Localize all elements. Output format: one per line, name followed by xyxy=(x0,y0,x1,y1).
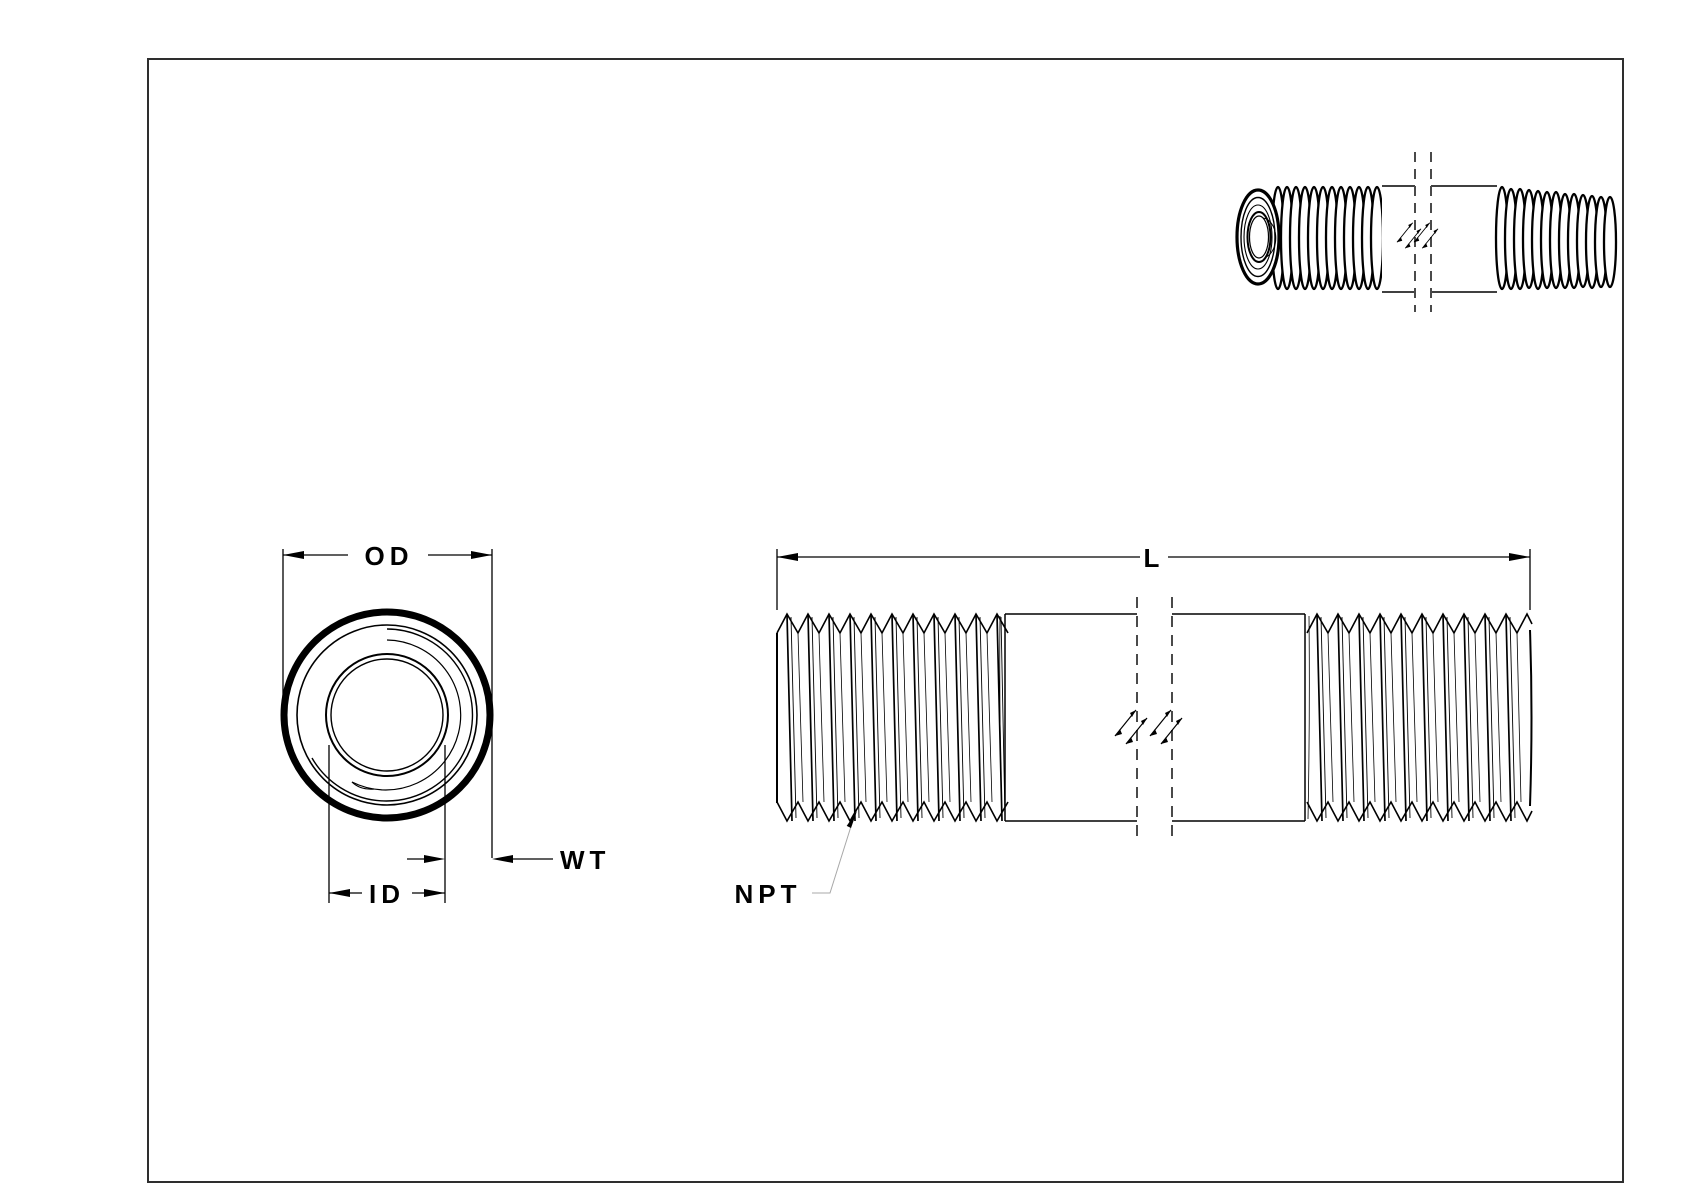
wt-arrow-right xyxy=(492,855,513,863)
end-view-spiral-hook xyxy=(351,781,375,790)
end-view xyxy=(280,608,494,822)
npt-label: NPT xyxy=(735,879,802,909)
length-dimension xyxy=(776,549,1531,610)
end-view-outer-diameter-circle xyxy=(280,608,494,822)
od-arrow-left xyxy=(283,551,304,559)
od-dimension xyxy=(282,549,493,858)
side-view-right-threads xyxy=(1306,612,1533,823)
id-label: ID xyxy=(369,879,405,909)
npt-leader-line xyxy=(812,819,854,894)
perspective-view xyxy=(1235,152,1618,312)
side-view-smooth-section xyxy=(999,613,1310,822)
side-view-break xyxy=(1114,597,1183,839)
wt-label: WT xyxy=(560,845,610,875)
perspective-break xyxy=(1396,152,1439,312)
perspective-bore-inner-wall xyxy=(1262,217,1277,258)
perspective-bore xyxy=(1246,211,1272,263)
end-view-thread-spiral-outer xyxy=(311,628,474,802)
wt-dimension xyxy=(407,855,553,863)
id-arrow-right xyxy=(424,889,445,897)
wt-arrow-left xyxy=(424,855,445,863)
id-dimension xyxy=(328,745,446,903)
npt-leader-arrow xyxy=(846,811,857,828)
length-arrow-left xyxy=(777,553,798,561)
side-view xyxy=(776,597,1533,839)
perspective-right-threads xyxy=(1494,185,1618,291)
id-arrow-left xyxy=(329,889,350,897)
od-arrow-right xyxy=(471,551,492,559)
end-view-thread-spiral-inner xyxy=(351,639,462,791)
side-view-left-threads xyxy=(776,612,1009,823)
npt-callout xyxy=(812,811,857,894)
end-view-bore-outer-circle xyxy=(325,653,449,777)
length-arrow-right xyxy=(1509,553,1530,561)
perspective-left-threads xyxy=(1270,185,1385,291)
perspective-end-cap xyxy=(1235,188,1281,286)
end-view-thread-crest-circle xyxy=(296,624,478,806)
length-label: L xyxy=(1144,543,1165,573)
side-view-right-end-face xyxy=(1529,629,1533,807)
od-label: OD xyxy=(365,541,414,571)
end-view-bore-inner-circle xyxy=(330,658,444,772)
